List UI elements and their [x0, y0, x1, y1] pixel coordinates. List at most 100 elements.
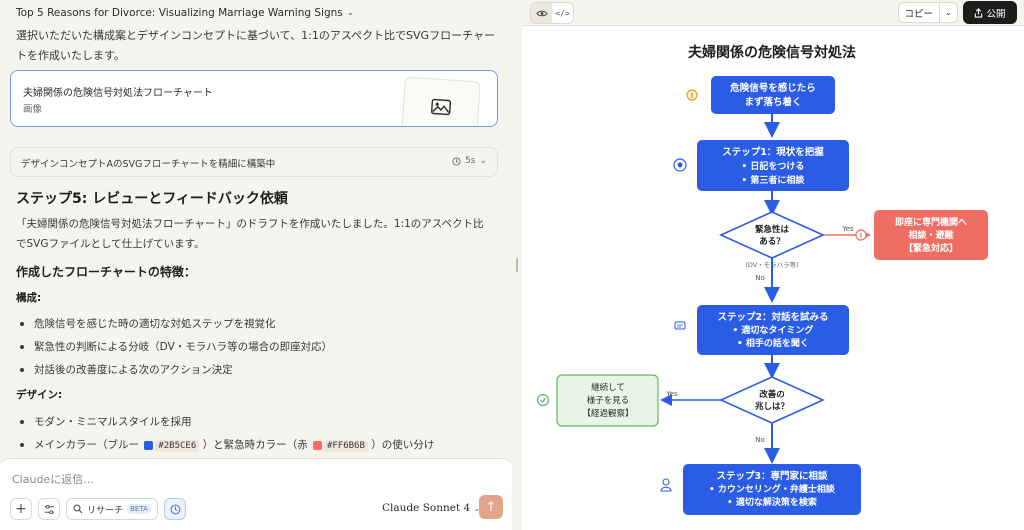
- body-paragraph: 「夫婦関係の危険信号対処法フローチャート」のドラフトを作成いたしました。1:1の…: [16, 218, 484, 250]
- target-icon: [673, 158, 687, 172]
- share-icon: [975, 7, 983, 18]
- list-item: モダン・ミニマルスタイルを採用: [20, 414, 192, 429]
- decision2-line1: 改善の: [759, 389, 785, 400]
- emergency-line2: 相談・避難: [908, 229, 953, 241]
- search-icon: [73, 504, 83, 514]
- step2-line3: • 相手の話を聞く: [737, 337, 809, 349]
- image-icon: [430, 98, 452, 116]
- yes-label: Yes: [665, 390, 678, 398]
- decision1-line1: 緊急性は: [755, 224, 790, 235]
- step1-line3: • 第三者に相談: [742, 174, 806, 186]
- drag-handle[interactable]: [516, 258, 518, 272]
- svg-text:!: !: [859, 232, 862, 240]
- beta-badge: BETA: [127, 504, 151, 514]
- add-button[interactable]: +: [10, 498, 32, 520]
- list-item: 危険信号を感じた時の適切な対処ステップを視覚化: [20, 316, 276, 331]
- continue-line3: 【経過観察】: [582, 408, 633, 419]
- publish-label: 公開: [986, 8, 1006, 20]
- start-node: 危険信号を感じたら まず落ち着く: [711, 76, 835, 114]
- alert-icon: !: [855, 229, 867, 241]
- step1-line2: • 日記をつける: [742, 160, 805, 172]
- decision1-node: 緊急性は ある？: [719, 211, 825, 259]
- send-button[interactable]: ↑: [479, 495, 503, 519]
- message-list[interactable]: 選択いただいた構成案とデザインコンセプトに基づいて、1:1のアスペクト比でSVG…: [0, 26, 512, 454]
- color-item-middle: ）と緊急時カラー（赤: [202, 439, 308, 451]
- step3-line2: • カウンセリング・弁護士相談: [709, 483, 836, 495]
- step3-line3: • 適切な解決策を検索: [727, 496, 817, 508]
- model-selector[interactable]: Claude Sonnet 4 ⌄: [382, 502, 480, 514]
- chat-pane: Top 5 Reasons for Divorce: Visualizing M…: [0, 0, 512, 530]
- decision1-line2: ある？: [759, 237, 785, 247]
- warning-icon: !: [686, 89, 698, 101]
- sliders-icon: [44, 504, 54, 514]
- reply-input[interactable]: Claudeに返信...: [12, 473, 94, 486]
- list-item-text: 対話後の改善度による次のアクション決定: [34, 364, 233, 376]
- chevron-down-icon: ⌄: [346, 8, 355, 18]
- view-toggle[interactable]: </>: [530, 2, 574, 24]
- clock-icon: [170, 504, 180, 514]
- publish-button[interactable]: 公開: [963, 1, 1017, 24]
- thinking-duration: 5s ⌄: [452, 156, 487, 166]
- emergency-line1: 即座に専門機関へ: [895, 216, 967, 228]
- code-icon: </>: [555, 8, 570, 18]
- artifact-title: 夫婦関係の危険信号対処法フローチャート: [23, 88, 213, 99]
- blue-code: #2B5CE6: [155, 440, 200, 452]
- emergency-line3: 【緊急対応】: [904, 242, 958, 254]
- start-line2: まず落ち着く: [744, 96, 801, 108]
- check-icon: [536, 393, 550, 407]
- artifact-type: 画像: [23, 104, 43, 115]
- continue-node: 継続して 様子を見る 【経過観察】: [556, 374, 659, 427]
- step2-node: ステップ2：対話を試みる • 適切なタイミング • 相手の話を聞く: [697, 305, 849, 355]
- continue-line2: 様子を見る: [587, 395, 630, 406]
- svg-text:!: !: [690, 92, 693, 100]
- research-label: リサーチ: [87, 505, 124, 516]
- color-item-text: メインカラー（ブルー #2B5CE6 ）と緊急時カラー（赤 #FF6B6B ）の…: [34, 437, 434, 452]
- model-name: Claude Sonnet 4: [382, 502, 471, 514]
- copy-button-group[interactable]: コピー ⌄: [898, 2, 958, 23]
- step3-node: ステップ3：専門家に相談 • カウンセリング・弁護士相談 • 適切な解決策を検索: [683, 464, 861, 515]
- blue-swatch: [144, 440, 154, 450]
- arrow-up-icon: ↑: [485, 499, 497, 515]
- research-button[interactable]: リサーチ BETA: [66, 498, 158, 520]
- copy-options-dropdown[interactable]: ⌄: [940, 3, 957, 22]
- thinking-duration-text: 5s: [465, 156, 476, 166]
- list-item: メインカラー（ブルー #2B5CE6 ）と緊急時カラー（赤 #FF6B6B ）の…: [20, 437, 434, 452]
- conversation-title-button[interactable]: Top 5 Reasons for Divorce: Visualizing M…: [0, 0, 512, 26]
- list-item-text: モダン・ミニマルスタイルを採用: [34, 416, 192, 428]
- step1-node: ステップ1：現状を把握 • 日記をつける • 第三者に相談: [697, 140, 849, 191]
- counselor-icon: [660, 478, 672, 492]
- timer-icon: [452, 156, 461, 166]
- pane-splitter[interactable]: [512, 0, 522, 530]
- design-label: デザイン:: [16, 389, 63, 401]
- copy-button[interactable]: コピー: [899, 3, 940, 22]
- decision2-node: 改善の 兆しは？: [719, 376, 825, 424]
- decision2-line2: 兆しは？: [755, 401, 789, 412]
- step2-line2: • 適切なタイミング: [733, 324, 814, 336]
- chat-icon: [674, 321, 686, 330]
- features-heading: 作成したフローチャートの特徴：: [16, 265, 196, 279]
- artifact-card[interactable]: 夫婦関係の危険信号対処法フローチャート 画像: [10, 70, 498, 127]
- tools-button[interactable]: [38, 498, 60, 520]
- step3-line1: ステップ3：専門家に相談: [716, 470, 828, 482]
- chevron-down-icon: ⌄: [479, 156, 487, 166]
- thinking-summary[interactable]: デザインコンセプトAのSVGフローチャートを精細に構築中 5s ⌄: [10, 147, 498, 177]
- thinking-label: デザインコンセプトAのSVGフローチャートを精細に構築中: [21, 159, 276, 170]
- no-label: No: [755, 274, 765, 282]
- artifact-toolbar: </> コピー ⌄ 公開: [522, 0, 1024, 26]
- yes-label: Yes: [841, 225, 854, 233]
- extended-thinking-button[interactable]: [164, 498, 186, 520]
- chevron-down-icon: ⌄: [944, 8, 952, 17]
- list-item: 緊急性の判断による分岐（DV・モラハラ等の場合の即座対応）: [20, 339, 332, 354]
- reply-composer[interactable]: Claudeに返信... + リサーチ BETA Claude Sonnet 4…: [0, 458, 512, 530]
- structure-label: 構成:: [16, 292, 42, 304]
- start-line1: 危険信号を感じたら: [729, 82, 816, 94]
- emergency-node: 即座に専門機関へ 相談・避難 【緊急対応】: [874, 210, 988, 260]
- code-tab[interactable]: </>: [552, 3, 573, 23]
- preview-tab[interactable]: [531, 3, 552, 23]
- eye-icon: [535, 10, 548, 16]
- decision1-note: (DV・モラハラ等): [745, 260, 798, 269]
- list-item: 対話後の改善度による次のアクション決定: [20, 362, 233, 377]
- list-item-text: 緊急性の判断による分岐（DV・モラハラ等の場合の即座対応）: [34, 341, 333, 353]
- no-label: No: [755, 436, 765, 444]
- color-item-prefix: メインカラー（ブルー: [34, 439, 139, 451]
